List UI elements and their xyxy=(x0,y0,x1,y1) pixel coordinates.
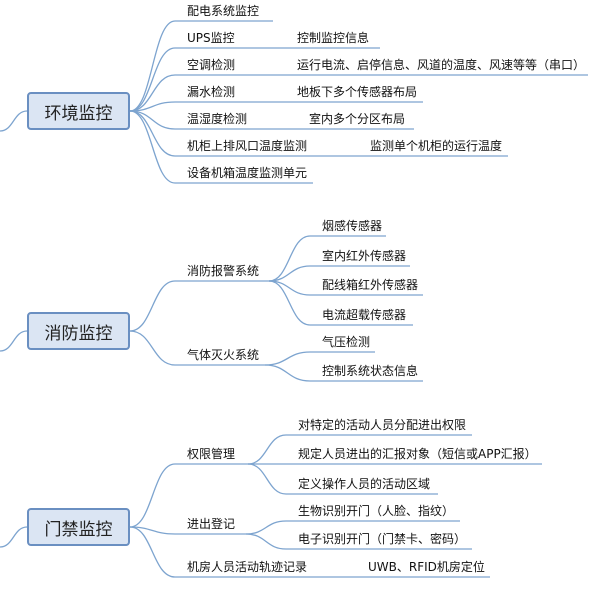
branch-connector xyxy=(129,526,176,535)
section-node[interactable]: 门禁监控 xyxy=(27,508,130,546)
leaf-connector xyxy=(268,265,311,282)
branch-label: 漏水检测 xyxy=(187,85,236,99)
leaf-connector xyxy=(247,463,287,495)
branch-label: UPS监控 xyxy=(187,31,235,45)
branch-connector xyxy=(129,74,176,112)
leaf-label: 对特定的活动人员分配进出权限 xyxy=(298,418,467,432)
leaf-connector xyxy=(268,280,311,326)
branch-label: 消防报警系统 xyxy=(187,264,260,278)
leaf-label: 烟感传感器 xyxy=(322,219,383,233)
parent-connector xyxy=(0,330,28,352)
leaf-connector xyxy=(245,533,287,550)
branch-connector xyxy=(129,20,176,112)
branch-connector xyxy=(129,526,176,578)
leaf-label: 配线箱红外传感器 xyxy=(322,278,419,292)
branch-connector xyxy=(129,110,176,157)
leaf-label: 生物识别开门（人脸、指纹） xyxy=(298,504,455,518)
parent-connector xyxy=(0,110,28,132)
leaf-connector xyxy=(268,235,311,282)
leaf-label: 室内红外传感器 xyxy=(322,249,407,263)
leaf-label: 电子识别开门（门禁卡、密码） xyxy=(298,532,467,546)
branch-connector xyxy=(129,463,176,528)
leaf-label: 室内多个分区布局 xyxy=(309,112,406,126)
branch-label: 机柜上排风口温度监测 xyxy=(187,139,308,153)
leaf-label: 控制监控信息 xyxy=(297,31,370,45)
branch-connector xyxy=(129,110,176,184)
leaf-connector xyxy=(264,351,311,366)
leaf-label: 控制系统状态信息 xyxy=(322,364,419,378)
leaf-label: UWB、RFID机房定位 xyxy=(368,560,485,574)
parent-connector xyxy=(0,526,28,548)
branch-label: 空调检测 xyxy=(187,58,236,72)
leaf-label: 地板下多个传感器布局 xyxy=(297,85,418,99)
branch-label: 设备机箱温度监测单元 xyxy=(187,166,308,180)
branch-label: 气体灭火系统 xyxy=(187,348,260,362)
leaf-connector xyxy=(247,434,287,465)
section-node[interactable]: 环境监控 xyxy=(27,92,130,130)
leaf-connector xyxy=(264,364,311,382)
branch-label: 配电系统监控 xyxy=(187,4,260,18)
branch-label: 权限管理 xyxy=(187,447,236,461)
branch-connector xyxy=(129,330,176,366)
branch-label: 进出登记 xyxy=(187,517,236,531)
leaf-connector xyxy=(245,520,287,535)
leaf-label: 运行电流、启停信息、风道的温度、风速等等（串口） xyxy=(297,58,586,72)
leaf-label: 定义操作人员的活动区域 xyxy=(298,477,431,491)
leaf-label: 电流超载传感器 xyxy=(322,308,407,322)
leaf-label: 规定人员进出的汇报对象（短信或APP汇报） xyxy=(298,447,537,461)
branch-connector xyxy=(129,280,176,332)
section-node[interactable]: 消防监控 xyxy=(27,312,130,350)
branch-connector xyxy=(129,47,176,112)
branch-label: 温湿度检测 xyxy=(187,112,248,126)
branch-label: 机房人员活动轨迹记录 xyxy=(187,560,308,574)
leaf-label: 监测单个机柜的运行温度 xyxy=(370,139,503,153)
leaf-label: 气压检测 xyxy=(322,335,371,349)
